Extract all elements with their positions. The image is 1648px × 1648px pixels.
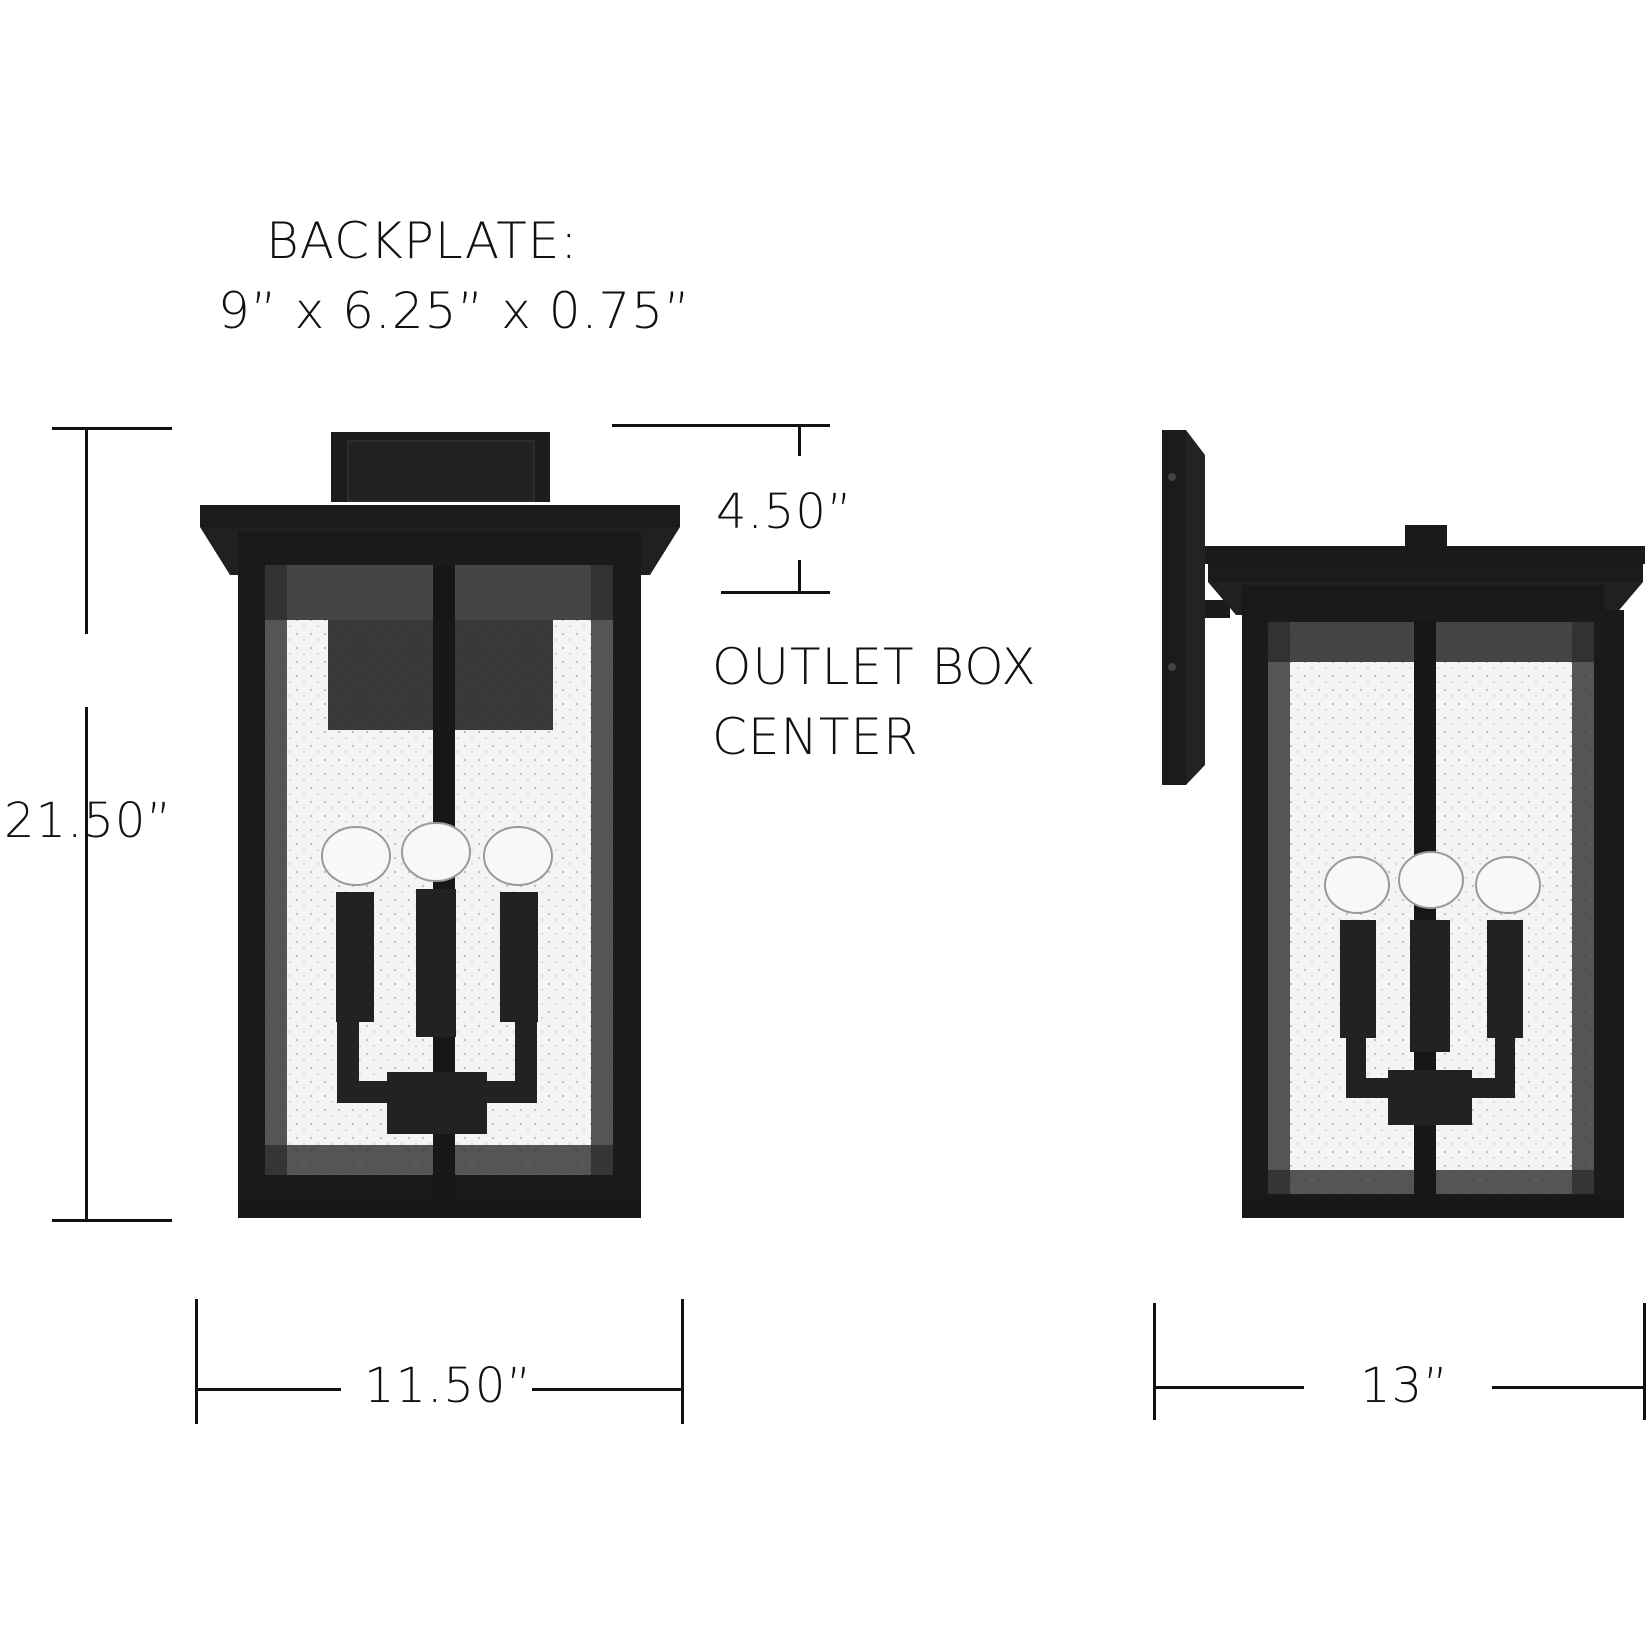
side-candle-cluster-base bbox=[1388, 1070, 1472, 1125]
depth-dimension-label: 13” bbox=[1360, 1358, 1449, 1414]
front-candle-cluster-base bbox=[387, 1072, 487, 1134]
outlet-dim-bottom-tick bbox=[798, 560, 801, 594]
side-backplate bbox=[1162, 430, 1186, 785]
front-bulb-left bbox=[321, 826, 391, 886]
width-dim-line-left bbox=[195, 1388, 341, 1391]
backplate-title: BACKPLATE: bbox=[266, 212, 579, 270]
side-backplate-screw-top bbox=[1168, 473, 1176, 481]
front-candle-left bbox=[336, 892, 374, 1022]
outlet-box-label-line2: CENTER bbox=[712, 708, 919, 766]
width-dim-left-cap bbox=[195, 1299, 198, 1424]
width-dim-right-cap bbox=[681, 1299, 684, 1424]
side-bulb-left bbox=[1324, 856, 1390, 914]
height-dim-top-cap bbox=[52, 427, 172, 430]
side-backplate-screw-bottom bbox=[1168, 663, 1176, 671]
side-center-mullion bbox=[1414, 620, 1436, 1200]
width-dim-line-right bbox=[532, 1388, 684, 1391]
side-bulb-right bbox=[1475, 856, 1541, 914]
front-roof-cap bbox=[200, 505, 680, 527]
depth-dim-line-right bbox=[1492, 1386, 1646, 1389]
front-candle-right bbox=[500, 892, 538, 1022]
outlet-distance-label: 4.50” bbox=[716, 484, 853, 540]
side-roof-cap bbox=[1208, 562, 1643, 582]
side-arm bbox=[1205, 546, 1645, 564]
front-candle-center bbox=[416, 889, 456, 1037]
height-dim-bottom-cap bbox=[52, 1219, 172, 1222]
depth-dim-line-left bbox=[1153, 1386, 1304, 1389]
side-candle-left bbox=[1340, 920, 1376, 1038]
outlet-dim-top-tick bbox=[798, 424, 801, 456]
side-bulb-center bbox=[1398, 851, 1464, 909]
height-dim-line-lower bbox=[85, 707, 88, 1221]
outlet-dim-bottom-line bbox=[721, 591, 830, 594]
outlet-box-label-line1: OUTLET BOX bbox=[712, 638, 1037, 696]
side-candle-center bbox=[1410, 920, 1450, 1052]
depth-dim-left-cap bbox=[1153, 1303, 1156, 1420]
front-bulb-right bbox=[483, 826, 553, 886]
backplate-dimensions: 9” x 6.25” x 0.75” bbox=[218, 282, 691, 340]
depth-dim-right-cap bbox=[1643, 1303, 1646, 1420]
height-dim-line-upper bbox=[85, 427, 88, 634]
front-bulb-center bbox=[401, 822, 471, 882]
side-candle-right bbox=[1487, 920, 1523, 1038]
outlet-dim-top-line bbox=[612, 424, 830, 427]
width-dimension-label: 11.50” bbox=[364, 1358, 533, 1414]
